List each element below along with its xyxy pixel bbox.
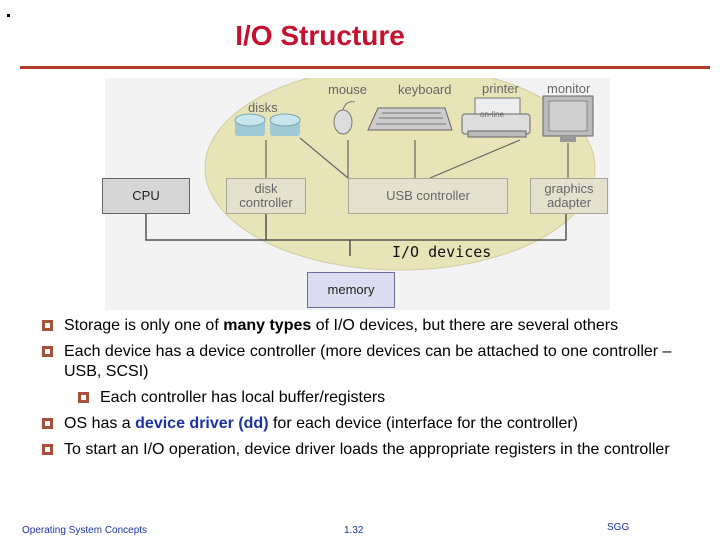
monitor-icon: [542, 95, 594, 142]
usb-controller-box: USB controller: [348, 178, 508, 214]
mouse-label: mouse: [328, 82, 368, 97]
system-bus: [145, 208, 351, 256]
bullet-marker: [42, 320, 53, 331]
bullet-marker: [42, 444, 53, 455]
bullet-text: Storage is only one of: [64, 317, 224, 334]
bullet-text: of I/O devices, but there are several ot…: [311, 317, 619, 334]
keyboard-icon: [367, 107, 453, 131]
bullet-text: OS has a: [64, 415, 136, 432]
usb-links: [299, 137, 521, 179]
keyboard-label: keyboard: [398, 82, 452, 97]
footer-page-number: 1.32: [344, 525, 364, 536]
graphics-adapter-box: graphics adapter: [530, 178, 608, 214]
bullet-item: OS has a device driver (dd) for each dev…: [42, 414, 682, 434]
bullet-list: Storage is only one of many types of I/O…: [42, 316, 682, 466]
bullet-text: To start an I/O operation, device driver…: [64, 441, 670, 458]
footer-right: SGG: [607, 522, 630, 533]
bullet-marker: [42, 418, 53, 429]
disks-label: disks: [248, 100, 278, 115]
bullet-item: Storage is only one of many types of I/O…: [42, 316, 682, 336]
sub-bullet-item: Each controller has local buffer/registe…: [78, 388, 682, 408]
bullet-emphasis: many types: [223, 317, 312, 334]
footer-left: Operating System Concepts: [22, 525, 148, 536]
slide-title: I/O Structure: [235, 20, 405, 51]
bullet-text: Each device has a device controller (mor…: [64, 343, 672, 380]
bullet-text: for each device (interface for the contr…: [268, 415, 579, 432]
bullet-item: To start an I/O operation, device driver…: [42, 440, 682, 460]
printer-icon: [461, 97, 531, 138]
bullet-marker: [78, 392, 89, 403]
diagram-graphics: [105, 78, 610, 310]
disk-controller-box: disk controller: [226, 178, 306, 214]
mouse-icon: [333, 101, 356, 135]
memory-box: memory: [307, 272, 395, 308]
bullet-text: Each controller has local buffer/registe…: [100, 389, 386, 406]
printer-label: printer: [482, 81, 519, 96]
corner-dot: [7, 14, 10, 17]
bullet-item: Each device has a device controller (mor…: [42, 342, 682, 382]
printer-display-text: on-line: [480, 110, 505, 119]
io-diagram: disks mouse keyboard printer monitor on-…: [100, 78, 620, 313]
cpu-box: CPU: [102, 178, 190, 214]
monitor-label: monitor: [547, 81, 591, 96]
device-driver-highlight: device driver (dd): [135, 415, 269, 432]
disks-icon: [234, 113, 301, 136]
bullet-marker: [42, 346, 53, 357]
io-devices-label: I/O devices: [392, 243, 492, 261]
title-rule: [20, 66, 710, 69]
